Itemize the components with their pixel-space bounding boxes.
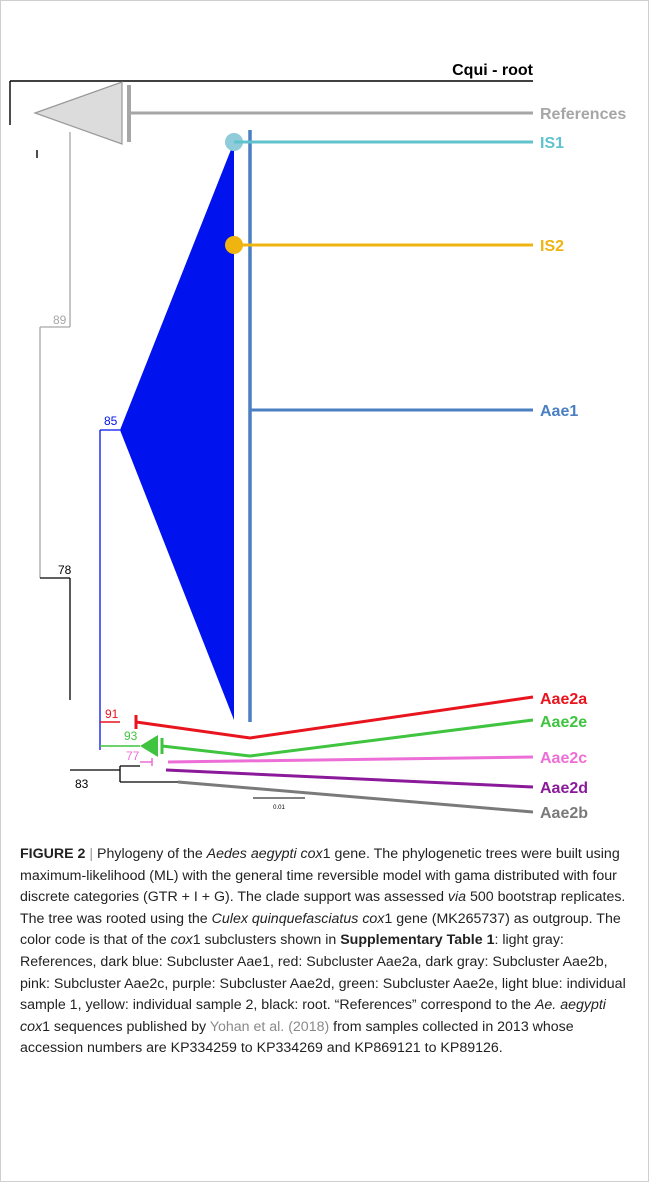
tip-label-references: References [540, 106, 626, 123]
caption-citation-link[interactable]: Yohan et al. (2018) [209, 1018, 330, 1035]
tip-label-aae2c: Aae2c [540, 750, 587, 767]
figure-caption: FIGURE 2 | Phylogeny of the Aedes aegypt… [20, 844, 632, 1060]
aae2b-branch [177, 780, 534, 814]
caption-text: 1 subclusters shown in [192, 932, 341, 949]
caption-gene: cox [300, 846, 323, 862]
caption-table-ref[interactable]: Supplementary Table 1 [340, 932, 495, 949]
bootstrap-85: 85 [104, 414, 118, 428]
caption-gene: cox [170, 932, 193, 949]
bootstrap-89: 89 [53, 313, 67, 327]
caption-text: from samples collected in 2013 whose acc… [20, 1018, 574, 1057]
tip-label-aae2d: Aae2d [540, 780, 588, 797]
caption-text: 1 sequences published by [42, 1018, 210, 1035]
caption-species: Ae. aegypti [534, 997, 606, 1014]
phylogenetic-tree: Cqui - root References 89 78 85 Aae1 IS1… [9, 62, 626, 822]
aae2d-branch [165, 768, 534, 789]
figure-label: FIGURE 2 [20, 846, 86, 862]
caption-text: 500 bootstrap replicates. The tree was r… [20, 889, 626, 927]
aae2e-clade-triangle [140, 735, 158, 757]
scale-bar-label: 0.01 [273, 805, 285, 811]
caption-gene: cox [362, 910, 385, 927]
bootstrap-91: 91 [105, 707, 119, 721]
caption-text: 1 gene. The phylogenetic trees were buil… [20, 846, 620, 906]
caption-gene: cox [20, 1018, 43, 1035]
tip-label-is2: IS2 [540, 238, 564, 255]
tip-label-aae2b: Aae2b [540, 805, 588, 822]
tip-label-aae1: Aae1 [540, 403, 578, 420]
tip-label-is1: IS1 [540, 135, 564, 152]
aae1-clade-triangle [120, 142, 234, 720]
aae2c-branch [167, 755, 534, 764]
bootstrap-78: 78 [58, 563, 72, 577]
caption-text: : light gray: References, dark blue: Sub… [20, 932, 626, 1014]
bootstrap-83: 83 [75, 777, 89, 791]
references-clade-triangle [33, 81, 123, 145]
caption-separator: | [89, 846, 94, 862]
tip-label-aae2a: Aae2a [540, 691, 587, 708]
caption-via: via [447, 889, 467, 906]
caption-text: Phylogeny of the [97, 846, 207, 862]
caption-species: Culex quinquefasciatus [211, 910, 359, 927]
bootstrap-93: 93 [124, 729, 138, 743]
tip-label-aae2e: Aae2e [540, 714, 587, 731]
bootstrap-77: 77 [126, 749, 140, 763]
aae2a-branch [135, 695, 534, 740]
caption-species: Aedes aegypti [206, 846, 297, 862]
tip-label-root: Cqui - root [452, 62, 534, 79]
caption-text: 1 gene (MK265737) as outgroup. The color… [20, 910, 621, 949]
aae2e-branch [161, 718, 534, 758]
